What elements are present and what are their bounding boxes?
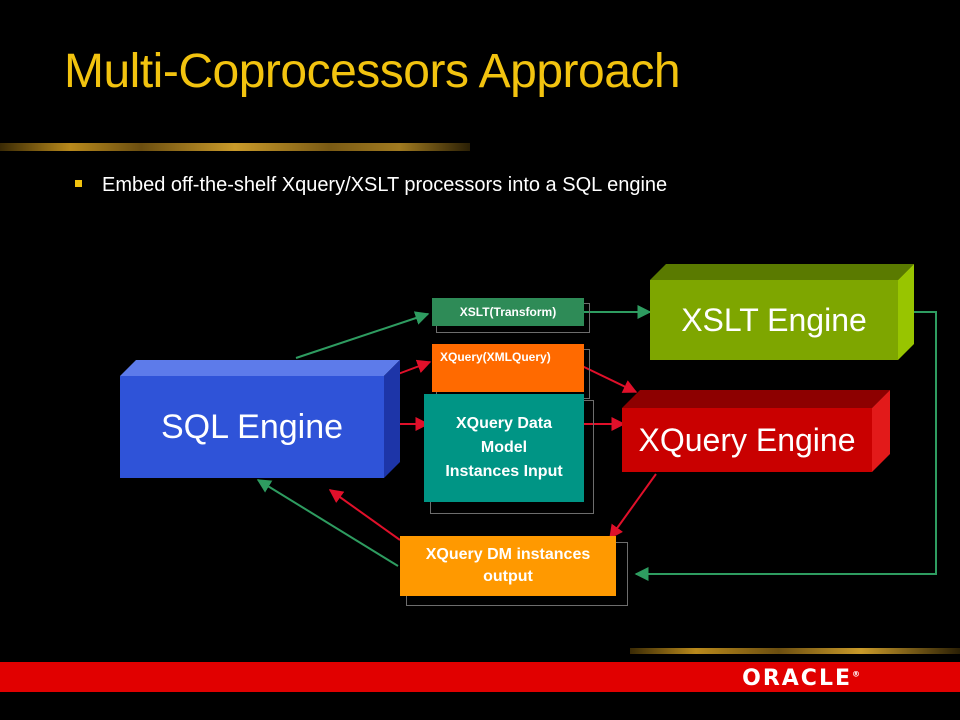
xslt-engine-box: XSLT Engine [650,264,914,360]
sql-engine-label: SQL Engine [120,376,384,478]
xquery-dm-output-box: XQuery DM instances output [400,536,616,596]
bullet-text: Embed off-the-shelf Xquery/XSLT processo… [102,174,668,196]
oracle-logo-text: ORACLE [742,666,852,691]
page-title: Multi-Coprocessors Approach [64,45,681,98]
sql-engine-box: SQL Engine [120,358,400,482]
footer-bar [0,662,960,692]
title-divider [0,143,470,151]
xquery-engine-box: XQuery Engine [622,390,890,472]
xquery-engine-label: XQuery Engine [622,408,872,472]
xquery-dm-input-box: XQuery Data Model Instances Input [424,394,584,502]
xquery-xmlquery-box: XQuery(XMLQuery) [432,344,584,392]
xslt-engine-label: XSLT Engine [650,280,898,360]
arrow-xmlquery-to-xquery [581,365,638,393]
arrow-xquery-to-dm-output [609,473,657,540]
bullet-item: Embed off-the-shelf Xquery/XSLT processo… [75,174,667,197]
xslt-engine-3d-faces [650,264,914,360]
arrow-sql-to-transform [295,311,430,359]
xquery-dm-input-label: XQuery Data Model Instances Input [445,415,563,480]
registered-mark-icon: ® [852,669,860,679]
arrow-dm-output-to-sql-red [328,489,401,541]
footer-divider [630,648,960,654]
xslt-transform-box: XSLT(Transform) [432,298,584,326]
oracle-logo: ORACLE® [742,666,860,691]
sql-engine-3d-faces [120,360,400,478]
xquery-engine-3d-faces [622,390,890,472]
arrow-dm-output-to-sql-green [256,479,399,567]
bullet-square-icon [75,180,82,187]
arrow-xslt-to-dm-output [634,311,937,581]
xquery-xmlquery-label: XQuery(XMLQuery) [440,350,551,364]
xquery-dm-output-label: XQuery DM instances output [425,546,591,585]
xslt-transform-label: XSLT(Transform) [459,305,557,319]
arrow-sql-to-xmlquery [397,359,432,375]
